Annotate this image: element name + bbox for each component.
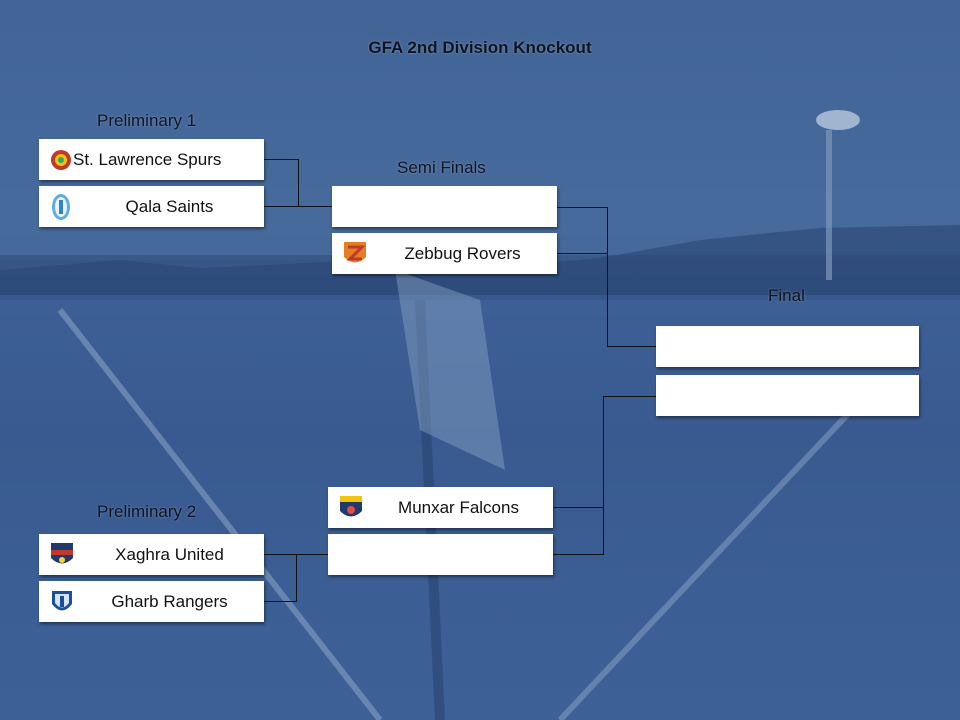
team-name: Munxar Falcons xyxy=(398,497,519,517)
round-label-preliminary-1: Preliminary 1 xyxy=(97,111,197,130)
team-slot-zebbug-rovers[interactable]: Zebbug Rovers xyxy=(332,233,557,274)
bracket-connector xyxy=(298,159,299,207)
bracket-connector xyxy=(264,206,298,207)
bracket-connector xyxy=(607,346,656,347)
qala-saints-crest-icon xyxy=(52,193,70,220)
semi-final-1-slot-top[interactable] xyxy=(332,186,557,227)
gharb-rangers-crest-icon xyxy=(52,590,72,610)
round-label-semi-finals: Semi Finals xyxy=(397,158,486,177)
team-name: Zebbug Rovers xyxy=(404,243,521,263)
page-title: GFA 2nd Division Knockout xyxy=(368,38,592,57)
bracket-connector xyxy=(557,253,607,254)
bracket-connector xyxy=(296,554,328,555)
bracket-connector xyxy=(603,396,604,555)
bracket-connector xyxy=(607,207,608,347)
final-slot-bottom[interactable] xyxy=(656,375,919,416)
bracket-connector xyxy=(553,507,603,508)
bracket-connector xyxy=(603,396,656,397)
team-name: St. Lawrence Spurs xyxy=(73,149,222,169)
bracket-connector xyxy=(264,601,296,602)
xaghra-united-crest-icon xyxy=(51,542,73,563)
semi-final-2-slot-bottom[interactable] xyxy=(328,534,553,575)
bracket-connector xyxy=(553,554,603,555)
round-label-preliminary-2: Preliminary 2 xyxy=(97,502,197,521)
team-slot-st-lawrence-spurs[interactable]: St. Lawrence Spurs xyxy=(39,139,264,180)
bracket-connector xyxy=(557,207,607,208)
round-label-final: Final xyxy=(768,286,805,305)
team-slot-munxar-falcons[interactable]: Munxar Falcons xyxy=(328,487,553,528)
bracket-connector xyxy=(264,159,298,160)
bracket-connector xyxy=(298,206,332,207)
team-slot-xaghra-united[interactable]: Xaghra United xyxy=(39,534,264,575)
bracket-connector xyxy=(264,554,296,555)
team-slot-gharb-rangers[interactable]: Gharb Rangers xyxy=(39,581,264,622)
final-slot-top[interactable] xyxy=(656,326,919,367)
team-name: Gharb Rangers xyxy=(111,591,228,611)
zebbug-rovers-crest-icon xyxy=(344,241,366,262)
team-slot-qala-saints[interactable]: Qala Saints xyxy=(39,186,264,227)
munxar-falcons-crest-icon xyxy=(340,495,362,516)
bracket-connector xyxy=(296,554,297,602)
team-name: Qala Saints xyxy=(125,196,214,216)
st-lawrence-spurs-crest-icon xyxy=(51,149,71,170)
team-name: Xaghra United xyxy=(115,544,224,564)
